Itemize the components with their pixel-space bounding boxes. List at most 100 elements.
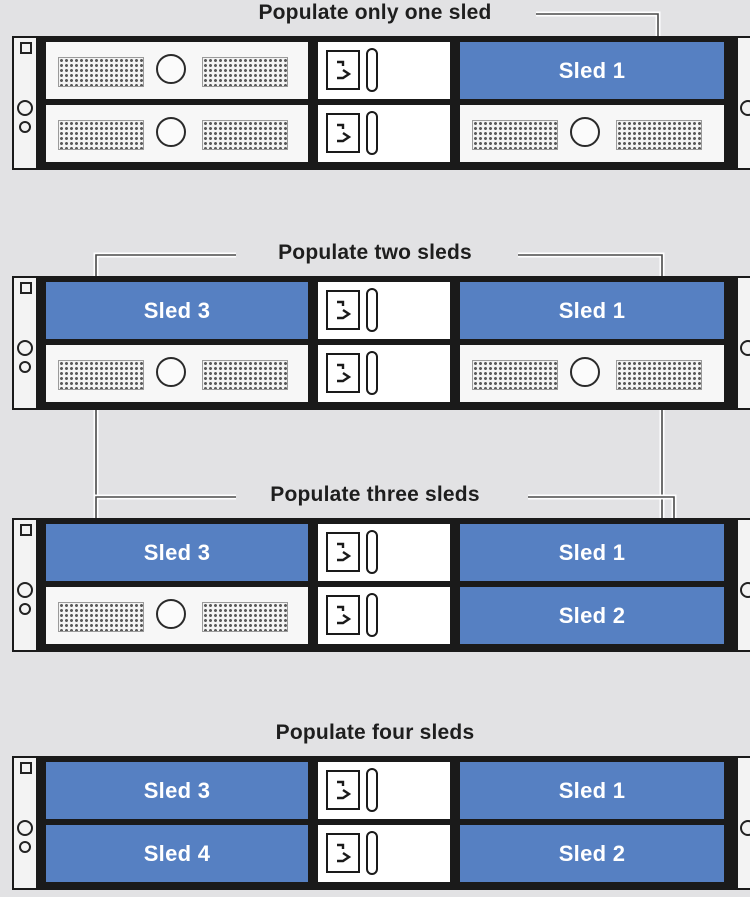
knob-icon — [156, 54, 186, 84]
ear-screw-round — [19, 603, 31, 615]
sled-bay-top-right[interactable]: Sled 1 — [458, 522, 726, 583]
ear-screw-round — [740, 820, 750, 836]
knob-icon — [156, 599, 186, 629]
sled-label: Sled 3 — [143, 777, 211, 803]
psu-handle-icon[interactable] — [366, 351, 378, 395]
vent-grille-icon — [58, 57, 144, 87]
vent-grille-icon — [202, 57, 288, 87]
rack-ear-right — [736, 276, 750, 410]
vent-grille-icon — [202, 120, 288, 150]
sled-bay-top-left[interactable]: Sled 3 — [44, 280, 310, 341]
rack-ear-left — [12, 36, 38, 170]
vent-grille-icon — [472, 120, 558, 150]
psu-handle-icon[interactable] — [366, 288, 378, 332]
sled-bay-top-right[interactable]: Sled 1 — [458, 280, 726, 341]
vent-grille-icon — [616, 360, 702, 390]
ear-screw-square — [20, 282, 32, 294]
ear-screw-square — [20, 762, 32, 774]
power-supply-bottom: : — [316, 103, 452, 164]
server-chassis: Sled 3 Sled 1:: — [12, 276, 750, 410]
sled-label: Sled 3 — [143, 297, 211, 323]
ear-screw-round — [740, 340, 750, 356]
sled-label: Sled 1 — [558, 57, 626, 83]
sled-label: Sled 1 — [558, 297, 626, 323]
knob-icon — [570, 357, 600, 387]
heading-text: Populate two sleds — [268, 241, 482, 264]
rack-ear-right — [736, 518, 750, 652]
diagram-heading: Populate only one sled — [0, 0, 750, 26]
psu-handle-icon[interactable] — [366, 530, 378, 574]
ear-screw-round — [740, 582, 750, 598]
ear-screw-round — [740, 100, 750, 116]
power-inlet-icon: : — [326, 50, 360, 90]
sled-bay-bottom-right[interactable]: Sled 2 — [458, 823, 726, 884]
vent-grille-icon — [58, 602, 144, 632]
blank-bay-top-left — [44, 40, 310, 101]
server-chassis: Sled 1:: — [12, 36, 750, 170]
power-supply-bottom: : — [316, 823, 452, 884]
psu-handle-icon[interactable] — [366, 111, 378, 155]
vent-grille-icon — [202, 360, 288, 390]
sled-bay-bottom-left[interactable]: Sled 4 — [44, 823, 310, 884]
blank-bay-bottom-right — [458, 103, 726, 164]
sled-bay-top-right[interactable]: Sled 1 — [458, 40, 726, 101]
power-inlet-icon: : — [326, 532, 360, 572]
blank-bay-bottom-right — [458, 343, 726, 404]
ear-screw-round — [19, 121, 31, 133]
rack-ear-left — [12, 518, 38, 652]
power-supply-bottom: : — [316, 343, 452, 404]
vent-grille-icon — [472, 360, 558, 390]
blank-bay-bottom-left — [44, 343, 310, 404]
ear-screw-round — [19, 841, 31, 853]
sled-bay-top-right[interactable]: Sled 1 — [458, 760, 726, 821]
sled-bay-bottom-right[interactable]: Sled 2 — [458, 585, 726, 646]
power-inlet-icon: : — [326, 113, 360, 153]
sled-label: Sled 2 — [558, 840, 626, 866]
psu-handle-icon[interactable] — [366, 593, 378, 637]
vent-grille-icon — [58, 120, 144, 150]
sled-bay-top-left[interactable]: Sled 3 — [44, 760, 310, 821]
rack-ear-left — [12, 756, 38, 890]
ear-screw-round — [17, 820, 33, 836]
vent-grille-icon — [202, 602, 288, 632]
power-supply-bottom: : — [316, 585, 452, 646]
psu-handle-icon[interactable] — [366, 831, 378, 875]
sled-bay-top-left[interactable]: Sled 3 — [44, 522, 310, 583]
power-inlet-icon: : — [326, 353, 360, 393]
power-supply-top: : — [316, 522, 452, 583]
power-supply-top: : — [316, 280, 452, 341]
power-supply-top: : — [316, 760, 452, 821]
heading-text: Populate three sleds — [260, 483, 490, 506]
power-inlet-icon: : — [326, 770, 360, 810]
ear-screw-round — [17, 582, 33, 598]
ear-screw-round — [17, 100, 33, 116]
blank-bay-bottom-left — [44, 585, 310, 646]
vent-grille-icon — [58, 360, 144, 390]
diagram-heading: Populate two sleds — [0, 240, 750, 266]
psu-handle-icon[interactable] — [366, 768, 378, 812]
sled-label: Sled 4 — [143, 840, 211, 866]
ear-screw-square — [20, 524, 32, 536]
power-supply-top: : — [316, 40, 452, 101]
sled-label: Sled 1 — [558, 777, 626, 803]
power-inlet-icon: : — [326, 833, 360, 873]
power-inlet-icon: : — [326, 595, 360, 635]
ear-screw-square — [20, 42, 32, 54]
ear-screw-round — [19, 361, 31, 373]
blank-bay-bottom-left — [44, 103, 310, 164]
rack-ear-left — [12, 276, 38, 410]
knob-icon — [156, 357, 186, 387]
vent-grille-icon — [616, 120, 702, 150]
psu-handle-icon[interactable] — [366, 48, 378, 92]
diagram-heading: Populate three sleds — [0, 482, 750, 508]
rack-ear-right — [736, 756, 750, 890]
knob-icon — [570, 117, 600, 147]
heading-text: Populate only one sled — [248, 1, 502, 24]
sled-label: Sled 1 — [558, 539, 626, 565]
